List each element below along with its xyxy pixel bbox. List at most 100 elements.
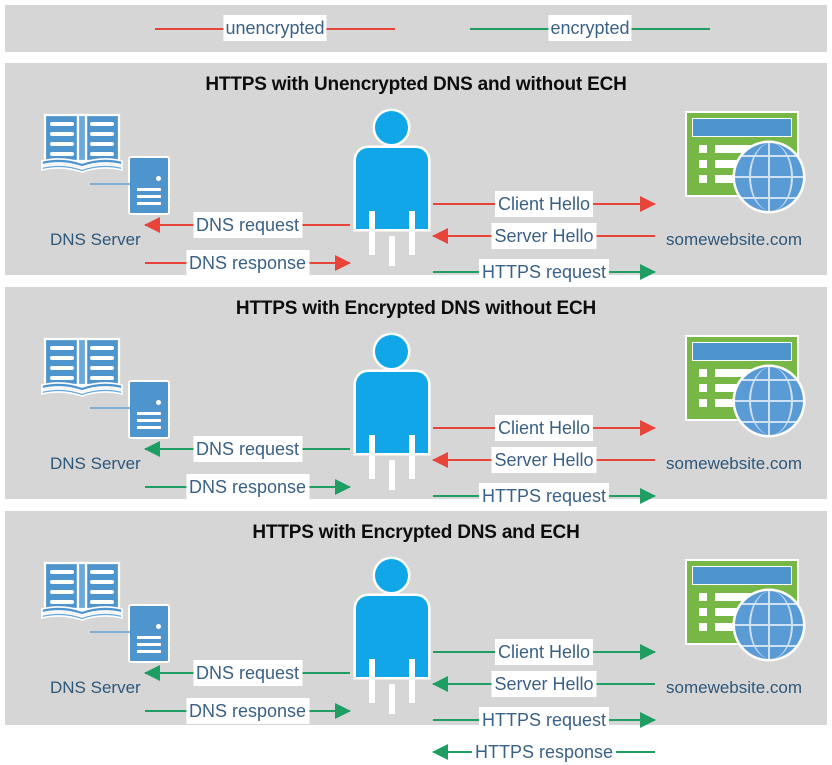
arrow-head-right — [335, 479, 351, 495]
browser-bullet-1 — [699, 384, 707, 392]
database-server-icon — [128, 604, 170, 663]
website-label: somewebsite.com — [666, 230, 803, 249]
browser-bullet-0 — [699, 369, 707, 377]
browser-bullet-2 — [699, 399, 707, 407]
browser-window-icon — [685, 111, 803, 211]
globe-parallel-0 — [735, 379, 803, 381]
legend-unencrypted-label: unencrypted — [223, 15, 327, 41]
panel-title: HTTPS with Unencrypted DNS and without E… — [205, 74, 627, 95]
server-line-1 — [137, 643, 161, 646]
dns-server-label: DNS Server — [50, 678, 141, 697]
browser-bullet-1 — [699, 608, 707, 616]
server-line-2 — [137, 202, 161, 205]
flow-label: DNS request — [192, 436, 303, 462]
open-book-icon — [40, 335, 124, 399]
flow-dns-response: DNS response — [145, 250, 351, 276]
server-indicator-dot — [156, 624, 161, 629]
server-line-1 — [137, 195, 161, 198]
dns-connector — [90, 407, 130, 409]
globe-parallel-0 — [735, 603, 803, 605]
person-arm-right — [409, 211, 415, 255]
server-line-0 — [137, 412, 161, 415]
legend-bar: unencrypted encrypted — [5, 5, 827, 52]
server-indicator-dot — [156, 400, 161, 405]
server-line-2 — [137, 426, 161, 429]
flow-label: HTTPS request — [478, 707, 610, 733]
arrow-head-left — [144, 665, 160, 681]
arrow-head-right — [640, 264, 656, 280]
person-leg-gap — [389, 460, 395, 490]
flow-label: HTTPS request — [478, 483, 610, 509]
panel-1: HTTPS with Unencrypted DNS and without E… — [5, 63, 827, 317]
browser-window-icon — [685, 559, 803, 659]
flow-label: HTTPS response — [471, 739, 617, 765]
arrow-head-right — [640, 644, 656, 660]
flow-label: HTTPS request — [478, 259, 610, 285]
panel-title: HTTPS with Encrypted DNS and ECH — [252, 522, 580, 543]
flow-client-hello: Client Hello — [433, 415, 656, 441]
dns-connector — [90, 631, 130, 633]
browser-title-bar — [692, 566, 792, 585]
browser-bullet-0 — [699, 593, 707, 601]
arrow-head-right — [640, 196, 656, 212]
flow-client-hello: Client Hello — [433, 639, 656, 665]
flow-client-hello: Client Hello — [433, 191, 656, 217]
flow-https-request: HTTPS request — [433, 259, 656, 285]
flow-label: Client Hello — [494, 191, 594, 217]
flow-label: DNS request — [192, 212, 303, 238]
flow-label: DNS response — [185, 474, 310, 500]
person-arm-left — [369, 435, 375, 479]
arrow-head-left — [432, 452, 448, 468]
server-indicator-dot — [156, 176, 161, 181]
browser-bullet-2 — [699, 623, 707, 631]
person-leg-gap — [389, 684, 395, 714]
browser-row-0 — [715, 145, 761, 153]
dns-server-label: DNS Server — [50, 230, 141, 249]
person-head — [375, 335, 408, 368]
globe-parallel-1 — [735, 176, 803, 178]
flow-label: Server Hello — [491, 671, 597, 697]
browser-row-0 — [715, 369, 761, 377]
globe-parallel-2 — [735, 197, 803, 199]
legend-unencrypted: unencrypted — [155, 5, 395, 52]
flow-server-hello: Server Hello — [432, 223, 655, 249]
panel-title: HTTPS with Encrypted DNS without ECH — [235, 298, 597, 319]
website-label: somewebsite.com — [666, 454, 803, 473]
arrow-head-left — [432, 228, 448, 244]
arrow-head-right — [640, 712, 656, 728]
server-line-0 — [137, 188, 161, 191]
flow-dns-response: DNS response — [145, 474, 351, 500]
user-person-icon — [356, 335, 428, 490]
globe-parallel-2 — [735, 645, 803, 647]
person-body — [356, 596, 428, 714]
person-arm-right — [409, 659, 415, 703]
browser-window-icon — [685, 335, 803, 435]
dns-server-node — [40, 335, 170, 445]
globe-icon — [735, 591, 803, 659]
flow-https-response: HTTPS response — [432, 739, 655, 765]
browser-bullet-0 — [699, 145, 707, 153]
arrow-head-left — [144, 441, 160, 457]
dns-server-label: DNS Server — [50, 454, 141, 473]
legend-encrypted-label: encrypted — [548, 15, 632, 41]
flow-label: Client Hello — [494, 639, 594, 665]
flow-https-request: HTTPS request — [433, 483, 656, 509]
person-arm-left — [369, 659, 375, 703]
legend-encrypted: encrypted — [470, 5, 710, 52]
browser-bullet-1 — [699, 160, 707, 168]
globe-icon — [735, 367, 803, 435]
flow-label: Server Hello — [491, 447, 597, 473]
flow-dns-request: DNS request — [144, 212, 350, 238]
globe-parallel-1 — [735, 624, 803, 626]
globe-icon — [735, 143, 803, 211]
globe-parallel-1 — [735, 400, 803, 402]
user-person-icon — [356, 111, 428, 266]
arrow-head-left — [432, 676, 448, 692]
user-person-icon — [356, 559, 428, 714]
browser-bullet-2 — [699, 175, 707, 183]
open-book-icon — [40, 559, 124, 623]
browser-title-bar — [692, 118, 792, 137]
flow-dns-response: DNS response — [145, 698, 351, 724]
